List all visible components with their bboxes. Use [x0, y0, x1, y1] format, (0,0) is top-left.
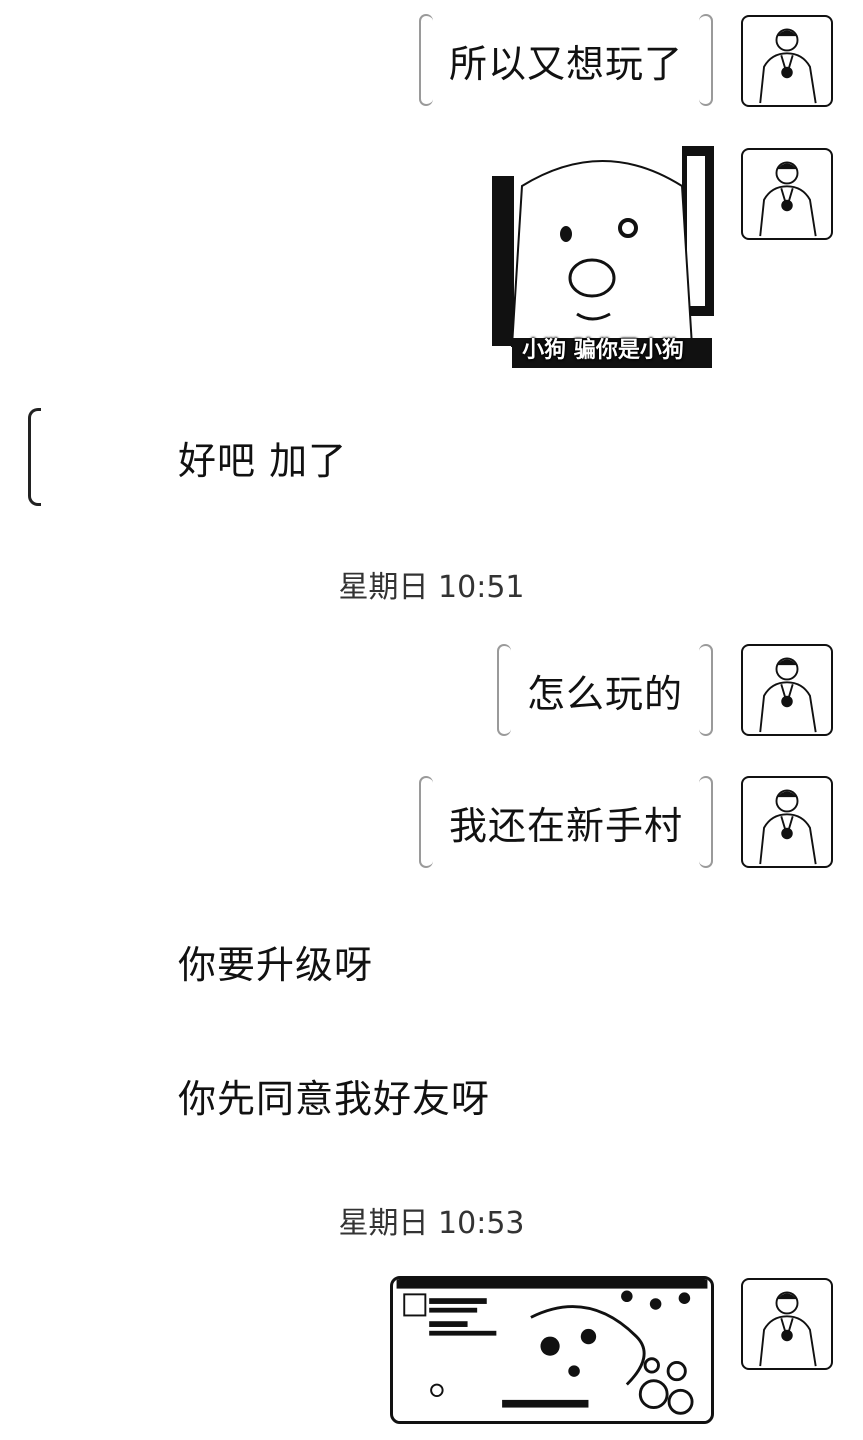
message-text: 所以又想玩了 — [448, 41, 683, 86]
message-text: 怎么玩的 — [526, 671, 683, 716]
message-text-incoming[interactable]: 好吧 加了 — [178, 439, 348, 483]
user-avatar[interactable] — [741, 15, 833, 107]
dog-sticker-icon — [492, 146, 714, 368]
message-text: 我还在新手村 — [448, 803, 683, 848]
man-portrait-icon — [759, 657, 817, 733]
message-bubble-outgoing[interactable]: 我还在新手村 — [418, 776, 714, 868]
message-bubble-outgoing[interactable]: 所以又想玩了 — [418, 14, 714, 106]
sticker-caption: 小狗 骗你是小狗 — [522, 338, 684, 363]
message-text-incoming[interactable]: 你要升级呀 — [178, 943, 374, 987]
user-avatar[interactable] — [741, 148, 833, 240]
message-text-incoming[interactable]: 你先同意我好友呀 — [178, 1077, 491, 1121]
man-portrait-icon — [759, 161, 817, 237]
man-portrait-icon — [759, 1291, 817, 1367]
game-screenshot-icon — [396, 1279, 708, 1421]
man-portrait-icon — [759, 28, 817, 104]
user-avatar[interactable] — [741, 644, 833, 736]
game-screenshot-message[interactable] — [390, 1276, 714, 1424]
man-portrait-icon — [759, 789, 817, 865]
message-bubble-outgoing[interactable]: 怎么玩的 — [496, 644, 714, 736]
timestamp: 星期日 10:53 — [338, 1206, 525, 1241]
user-avatar[interactable] — [741, 776, 833, 868]
timestamp: 星期日 10:51 — [338, 570, 525, 605]
incoming-bubble-edge — [28, 408, 41, 506]
sticker-image-message[interactable]: 小狗 骗你是小狗 — [492, 146, 714, 368]
user-avatar[interactable] — [741, 1278, 833, 1370]
